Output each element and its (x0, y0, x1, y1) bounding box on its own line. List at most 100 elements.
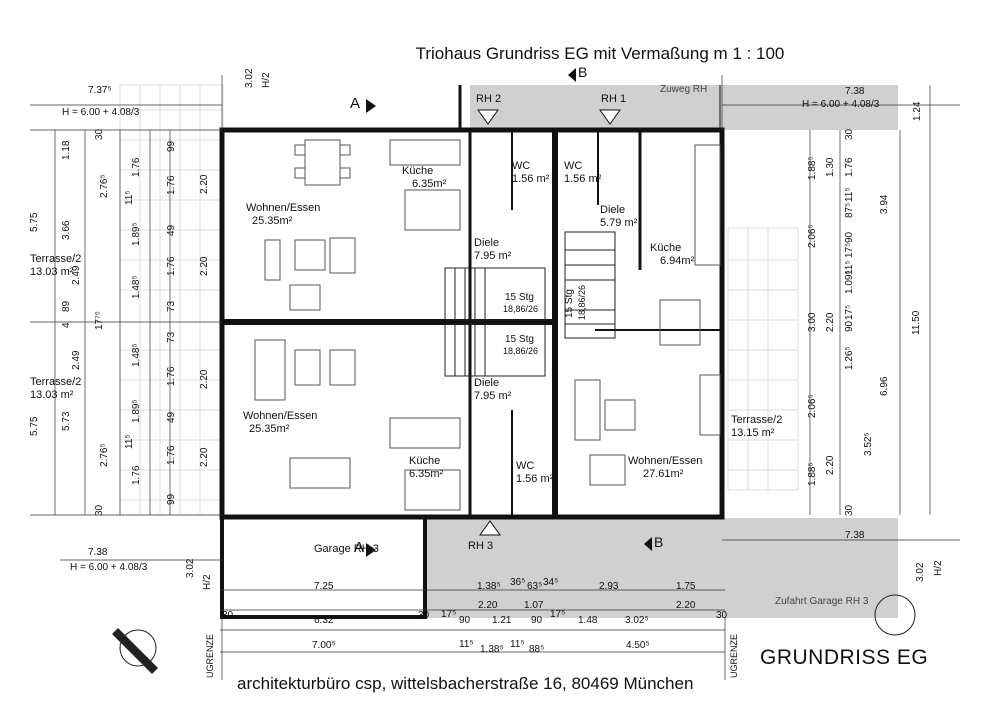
dim-88: 88⁵ (529, 644, 545, 655)
dim-738-bottom-left: 7.38 (88, 547, 108, 558)
stair-top-ratio: 18,86/26 (503, 304, 539, 314)
dim-right-17a: 17⁵ (844, 242, 855, 258)
dim-725: 7.25 (314, 581, 334, 592)
stair-bottom-label: 15 Stg (505, 334, 534, 345)
grenze-left: UGRENZE (205, 633, 215, 678)
dim-293: 2.93 (599, 581, 619, 592)
dim-left-99a: 99 (166, 140, 177, 152)
dim-left-30b: 30 (94, 504, 105, 516)
dim-632: 6.32 (314, 615, 334, 626)
dim-right-220a: 2.20 (825, 312, 836, 332)
dimension-lines (30, 75, 960, 680)
dim-left-176d: 1.76 (166, 366, 177, 386)
label-rh2: RH 2 (476, 93, 502, 105)
dim-700: 7.00⁵ (312, 640, 336, 651)
dim-right-300: 3.00 (807, 312, 818, 332)
dim-left-276a: 2.76⁵ (99, 174, 110, 198)
grenze-right: UGRENZE (729, 633, 739, 678)
dim-right-696: 6.96 (879, 376, 890, 396)
dim-17b: 17⁵ (550, 609, 566, 620)
dim-450: 4.50⁵ (626, 640, 650, 651)
dim-30a: 30 (222, 610, 234, 621)
stair-right-ratio: 18,86/26 (577, 284, 587, 320)
dim-738-top-left: 7.37⁵ (88, 85, 112, 96)
dim-left-73a: 73 (166, 300, 177, 312)
dim-left-176c: 1.76 (166, 256, 177, 276)
dim-left-11b: 11⁵ (124, 434, 135, 449)
stairs (444, 231, 616, 377)
dim-right-206a: 2.06⁵ (807, 224, 818, 248)
dim-left-176a: 1.76 (131, 157, 142, 177)
dim-left-176b: 1.76 (166, 175, 177, 195)
dim-34: 34⁵ (543, 577, 559, 588)
dim-107: 1.07 (524, 600, 544, 611)
label-zuweg: Zuweg RH (660, 84, 708, 95)
label-rh3: RH 3 (468, 540, 494, 552)
dim-right-17b: 17⁵ (844, 304, 855, 320)
dim-h-top-right: H = 6.00 + 4.08/3 (802, 99, 880, 110)
dim-right-176: 1.76 (844, 157, 855, 177)
dim-h-top-left: H = 6.00 + 4.08/3 (62, 107, 140, 118)
dim-302c: 3.02⁵ (625, 615, 649, 626)
label-rh1: RH 1 (601, 93, 627, 105)
dim-17a: 17⁵ (441, 609, 457, 620)
dim-left-189a: 1.89⁵ (131, 222, 142, 246)
dim-right-11a: 11⁵ (844, 187, 855, 202)
dim-738-top-right: 7.38 (845, 86, 865, 97)
entry-markers (477, 109, 621, 536)
dim-left-220a: 2.20 (199, 174, 210, 194)
dim-right-30b: 30 (844, 504, 855, 516)
dim-right-188a: 1.88⁵ (807, 156, 818, 180)
dim-left-249b: 2.49 (71, 350, 82, 370)
compass-circle-icon (874, 594, 916, 636)
dim-148: 1.48 (578, 615, 598, 626)
dim-302-right: 3.02 (915, 562, 926, 582)
dim-302-bottom: 3.02 (185, 558, 196, 578)
dim-h2-bottom: H/2 (202, 574, 213, 590)
label-zufahrt: Zufahrt Garage RH 3 (775, 596, 869, 607)
stair-top-label: 15 Stg (505, 292, 534, 303)
dim-30c: 30 (716, 610, 728, 621)
dim-left-573: 5.73 (61, 411, 72, 431)
dim-90b: 90 (531, 615, 543, 626)
dim-left-249a: 2.49 (71, 265, 82, 285)
dim-left-575a: 5.75 (29, 212, 40, 232)
section-a-bottom: A (354, 539, 365, 556)
dim-right-352: 3.52⁵ (863, 432, 874, 456)
dim-right-30a: 30 (844, 128, 855, 140)
dim-left-148a: 1.48⁵ (131, 275, 142, 299)
dim-left-276b: 2.76⁵ (99, 443, 110, 467)
dim-h2-right: H/2 (933, 560, 944, 576)
dim-left-220b: 2.20 (199, 256, 210, 276)
dim-11: 11⁵ (459, 639, 474, 650)
office-address: architekturbüro csp, wittelsbacherstraße… (237, 674, 694, 693)
dim-left-11a: 11⁵ (124, 190, 135, 205)
plan-title: Triohaus Grundriss EG mit Vermaßung m 1 … (415, 44, 785, 63)
dim-121: 1.21 (492, 615, 512, 626)
dim-left-49a: 49 (166, 224, 177, 236)
dim-left-366: 3.66 (61, 220, 72, 240)
dim-220a: 2.20 (478, 600, 498, 611)
dim-11b: 11⁵ (510, 639, 525, 650)
dim-left-30a: 30 (94, 128, 105, 140)
dim-right-90b: 90 (844, 320, 855, 332)
dim-left-176e: 1.76 (166, 445, 177, 465)
dim-63: 63⁵ (527, 581, 543, 592)
dim-h2-top: H/2 (261, 72, 272, 88)
dim-left-49b: 49 (166, 411, 177, 423)
dim-right-206b: 2.06⁵ (807, 394, 818, 418)
dim-right-130: 1.30 (825, 157, 836, 177)
dim-right-11b: 11⁵ (844, 260, 855, 275)
dim-right-126: 1.26⁵ (844, 346, 855, 370)
paved-areas (425, 85, 898, 618)
